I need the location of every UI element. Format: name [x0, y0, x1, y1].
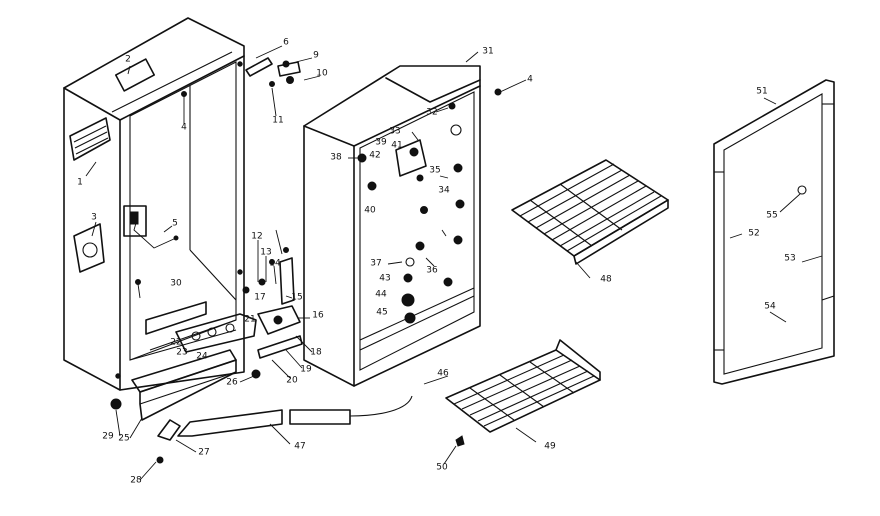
- base-rail: [131, 349, 237, 441]
- callout-label: 21: [244, 314, 256, 325]
- callout-label: 36: [426, 265, 438, 276]
- callout-label: 32: [426, 107, 438, 118]
- callout-label: 4: [181, 122, 187, 133]
- callout-label: 34: [438, 185, 450, 196]
- callout-label: 30: [170, 278, 182, 289]
- callout-label: 4: [527, 74, 533, 85]
- wire-shelf-lower: [445, 339, 601, 433]
- callout-label: 18: [310, 347, 322, 358]
- callout-label: 25: [118, 433, 130, 444]
- callout-label: 6: [283, 37, 289, 48]
- cabinet-shell: [63, 17, 245, 391]
- callout-label: 23: [176, 347, 188, 358]
- clip-icon: [455, 435, 465, 447]
- callout-label: 15: [291, 292, 303, 303]
- callout-label: 16: [312, 310, 324, 321]
- door-gasket: [713, 79, 835, 385]
- screw-icon: [156, 456, 164, 464]
- callout-label: 14: [269, 258, 281, 269]
- callout-label: 48: [600, 274, 612, 285]
- callout-label: 46: [437, 368, 449, 379]
- callout-label: 41: [391, 140, 403, 151]
- callout-label: 28: [130, 475, 142, 486]
- callout-label: 22: [170, 337, 182, 348]
- callout-label: 38: [330, 152, 342, 163]
- leveling-foot-icon: [110, 398, 122, 410]
- callout-label: 40: [364, 205, 376, 216]
- callout-label: 54: [764, 301, 776, 312]
- inner-liner: [303, 65, 502, 387]
- callout-label: 53: [784, 253, 796, 264]
- callout-label: 20: [286, 375, 298, 386]
- callout-label: 52: [748, 228, 760, 239]
- cabinet-vent-grille: [69, 117, 111, 161]
- callout-label: 47: [294, 441, 306, 452]
- callout-label: 19: [300, 364, 312, 375]
- control-assembly: [175, 247, 303, 379]
- callout-label: 17: [254, 292, 266, 303]
- callout-label: 29: [102, 431, 114, 442]
- callout-label: 31: [482, 46, 494, 57]
- callout-label: 44: [375, 289, 387, 300]
- callout-label: 42: [369, 150, 381, 161]
- callout-label: 26: [226, 377, 238, 388]
- callout-label: 35: [429, 165, 441, 176]
- callout-label: 33: [389, 126, 401, 137]
- hinge-parts: [245, 57, 301, 87]
- callout-label: 12: [251, 231, 263, 242]
- callout-label: 50: [436, 462, 448, 473]
- callout-label: 24: [196, 351, 208, 362]
- callout-label: 9: [313, 50, 319, 61]
- callout-label: 37: [370, 258, 382, 269]
- callout-label: 11: [272, 115, 284, 126]
- callout-label: 5: [172, 218, 178, 229]
- leader-lines: [85, 45, 823, 481]
- callout-label: 2: [125, 54, 131, 65]
- callout-label: 43: [379, 273, 391, 284]
- callout-label: 27: [198, 447, 210, 458]
- callout-label: 39: [375, 137, 387, 148]
- callout-label: 10: [316, 68, 328, 79]
- callout-label: 55: [766, 210, 778, 221]
- wire-shelf-upper: [511, 159, 669, 265]
- callout-label: 13: [260, 247, 272, 258]
- drain-tube: [177, 395, 413, 437]
- callout-label: 1: [77, 177, 83, 188]
- callout-label: 49: [544, 441, 556, 452]
- callout-label: 51: [756, 86, 768, 97]
- callout-label: 45: [376, 307, 388, 318]
- callout-label: 3: [91, 212, 97, 223]
